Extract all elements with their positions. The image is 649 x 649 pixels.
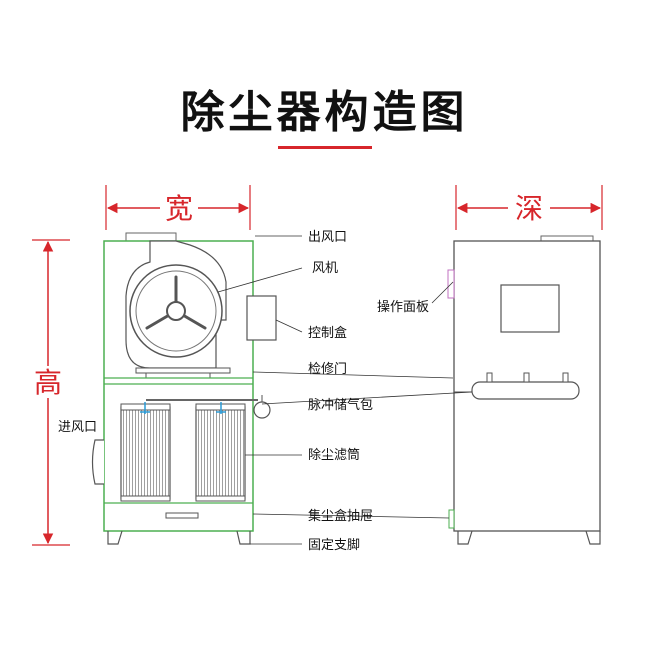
outlet-flange bbox=[125, 232, 177, 242]
width-label: 宽 bbox=[165, 192, 193, 225]
height-dimension: 高 bbox=[32, 239, 70, 546]
side-pulse-tank bbox=[471, 381, 580, 400]
label-filter: 除尘滤筒 bbox=[308, 447, 360, 463]
label-panel: 操作面板 bbox=[377, 299, 429, 315]
label-inlet: 进风口 bbox=[58, 420, 97, 435]
label-dust-drawer: 集尘盒抽屉 bbox=[308, 508, 373, 524]
control-box bbox=[246, 295, 277, 341]
inlet-duct bbox=[91, 439, 104, 485]
label-fan: 风机 bbox=[312, 261, 338, 276]
filter-cartridge-right bbox=[195, 406, 246, 500]
depth-dimension: 深 bbox=[455, 185, 603, 230]
depth-label: 深 bbox=[515, 192, 543, 225]
label-legs: 固定支脚 bbox=[308, 537, 360, 553]
pulse-tank bbox=[253, 401, 271, 419]
leg-left bbox=[107, 530, 123, 545]
leader-lines bbox=[217, 235, 473, 545]
title-underline bbox=[278, 146, 372, 149]
fan-hub bbox=[166, 301, 186, 321]
leg-right bbox=[236, 530, 251, 545]
drawer-handle bbox=[165, 512, 199, 519]
label-control-box: 控制盒 bbox=[308, 325, 347, 341]
page-title: 除尘器构造图 bbox=[180, 87, 469, 138]
label-access-door: 检修门 bbox=[308, 362, 347, 377]
height-label: 高 bbox=[34, 366, 62, 399]
front-view bbox=[91, 232, 277, 545]
label-pulse-tank: 脉冲储气包 bbox=[308, 397, 373, 413]
side-view bbox=[447, 235, 601, 545]
label-outlet: 出风口 bbox=[308, 230, 347, 245]
operation-panel bbox=[500, 284, 560, 333]
width-dimension: 宽 bbox=[105, 185, 251, 230]
filter-cartridge-left bbox=[120, 406, 171, 500]
